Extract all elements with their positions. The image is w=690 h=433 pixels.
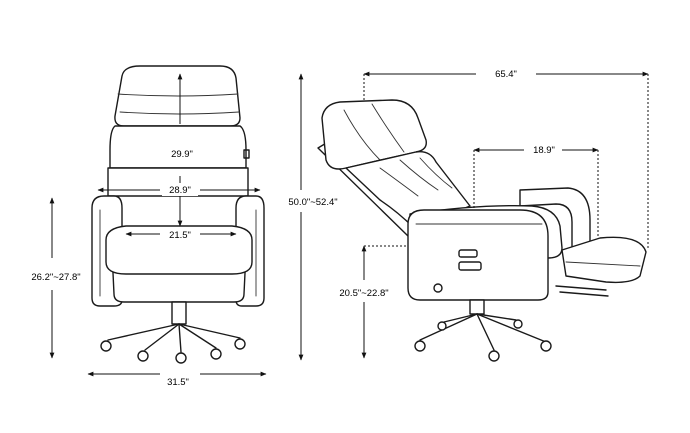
front-view-chair xyxy=(91,65,265,364)
side-back-cushion xyxy=(345,151,471,229)
label-seat-width: 21.5" xyxy=(169,230,191,241)
front-seat-cushion xyxy=(105,225,253,275)
label-seat-height: 20.5"~22.8" xyxy=(339,288,388,299)
side-star-base xyxy=(414,313,552,362)
side-button xyxy=(243,149,250,159)
side-footrest xyxy=(561,236,647,284)
power-button-icon xyxy=(433,283,443,293)
side-body-panel xyxy=(407,209,549,301)
side-view-chair xyxy=(317,99,647,362)
label-base-width: 31.5" xyxy=(167,377,189,388)
side-dimensions: 65.4" 18.9" 20.5"~22.8" xyxy=(339,69,649,359)
label-footrest-length: 18.9" xyxy=(533,145,555,156)
label-arm-height: 26.2"~27.8" xyxy=(31,272,80,283)
usb-port xyxy=(458,261,482,271)
recline-button xyxy=(458,249,478,258)
label-total-height: 50.0"~52.4" xyxy=(288,197,337,208)
label-arm-width: 28.9" xyxy=(169,185,191,196)
front-star-base xyxy=(100,323,246,364)
front-dimensions: 29.9" 28.9" 21.5" 26.2"~27.8" 31.5" 50.0… xyxy=(31,73,338,388)
label-seat-depth: 29.9" xyxy=(171,149,193,160)
label-recline-length: 65.4" xyxy=(495,69,517,80)
